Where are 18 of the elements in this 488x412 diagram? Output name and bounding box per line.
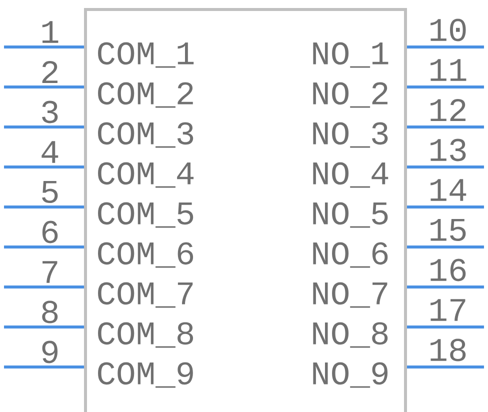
pin-name: NO_9	[313, 362, 388, 388]
pin-name: COM_8	[98, 322, 194, 348]
pin-name: COM_5	[98, 202, 194, 228]
pin-name: COM_1	[98, 42, 194, 68]
pin-name: COM_4	[98, 162, 194, 188]
pin-name: NO_4	[313, 162, 388, 188]
pin-name: NO_1	[313, 42, 388, 68]
pin-name: COM_7	[98, 282, 193, 308]
pin-name: COM_6	[98, 242, 194, 268]
pin-name: NO_3	[313, 122, 388, 148]
pin-name: NO_7	[313, 282, 388, 308]
pin-name: NO_5	[313, 202, 388, 228]
pin-name: NO_8	[313, 322, 388, 348]
pin-name: COM_2	[98, 82, 193, 108]
pin-name: COM_9	[98, 362, 193, 388]
pin-name: NO_2	[313, 82, 388, 108]
pin-name: NO_6	[313, 242, 388, 268]
pin-name: COM_3	[98, 122, 194, 148]
